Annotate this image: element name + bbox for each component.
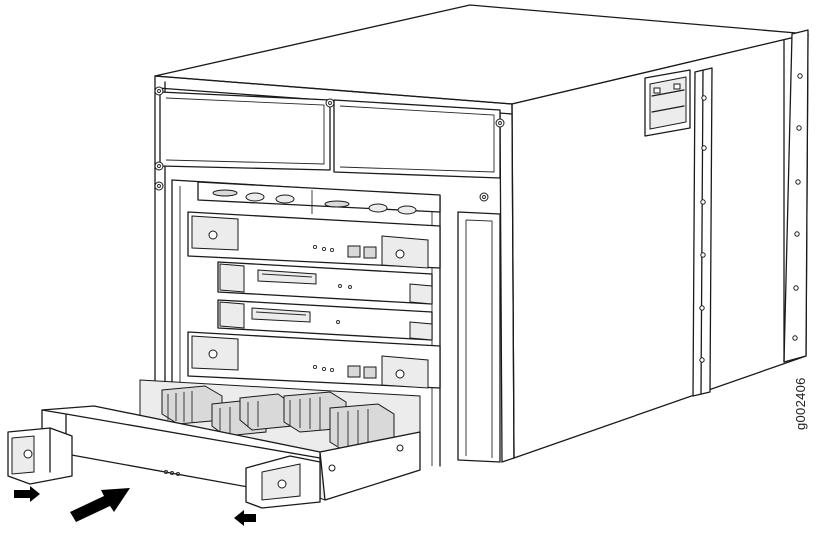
release-arrow-icon: [234, 510, 256, 526]
right-ejector-lever: [245, 455, 321, 509]
fan-tray-module: [7, 379, 421, 509]
heatsink-blocks: [161, 385, 395, 453]
left-ejector-lever: [7, 427, 73, 485]
control-board-strip: [197, 181, 441, 215]
insert-arrow-icon: [70, 488, 130, 522]
rack-mount-ear-rear: [783, 29, 809, 363]
figure-id-label: g002406: [793, 377, 808, 430]
blank-panel-right: [333, 99, 505, 202]
line-card-1: [187, 211, 441, 269]
blank-panel-left: [154, 86, 335, 171]
carry-handle: [644, 69, 691, 137]
line-card-3: [217, 299, 433, 341]
line-card-4: [187, 331, 441, 389]
chassis-body: [154, 4, 809, 463]
line-card-2: [217, 261, 433, 305]
rack-mount-ear-front: [692, 67, 713, 397]
release-arrow-icon: [14, 486, 40, 502]
